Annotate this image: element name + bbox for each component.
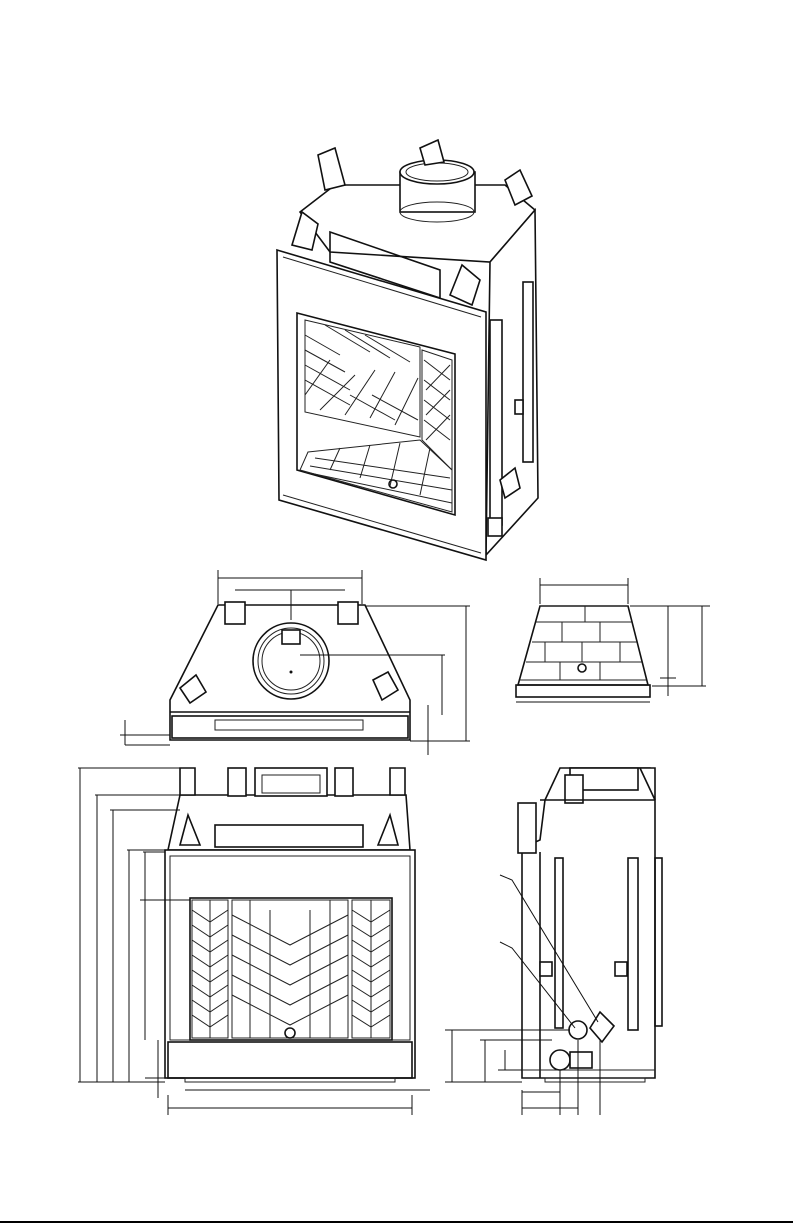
footer-rule <box>0 1221 793 1223</box>
top-view <box>120 570 470 755</box>
side-bracket-2 <box>615 962 627 976</box>
floor-outline <box>518 606 648 685</box>
top-standoff-left <box>225 602 245 624</box>
side-front-lip <box>518 803 536 853</box>
firebox-floor-view <box>516 578 710 702</box>
iso-gas-inlet <box>488 518 502 536</box>
front-view <box>78 768 430 1115</box>
side-standoff <box>565 775 583 803</box>
iso-standoff-5 <box>450 265 480 305</box>
iso-standoff-2 <box>420 140 444 165</box>
front-standoff-left <box>180 768 195 795</box>
side-view <box>445 768 662 1115</box>
side-bracket-1 <box>540 962 552 976</box>
iso-side-bracket <box>515 400 523 414</box>
front-flue-box <box>255 768 327 796</box>
side-gas-inlet <box>550 1050 570 1070</box>
top-flue-tab <box>282 630 300 644</box>
iso-standoff-1 <box>318 148 345 190</box>
front-body <box>165 850 415 1078</box>
side-rear-panel <box>655 858 662 1026</box>
isometric-view <box>277 140 538 560</box>
top-standoff-right <box>338 602 358 624</box>
front-hood <box>168 795 410 850</box>
iso-side-panel <box>486 210 538 555</box>
iso-flue-collar <box>400 160 475 222</box>
side-outline <box>522 768 655 1078</box>
front-standoff-right <box>390 768 405 795</box>
